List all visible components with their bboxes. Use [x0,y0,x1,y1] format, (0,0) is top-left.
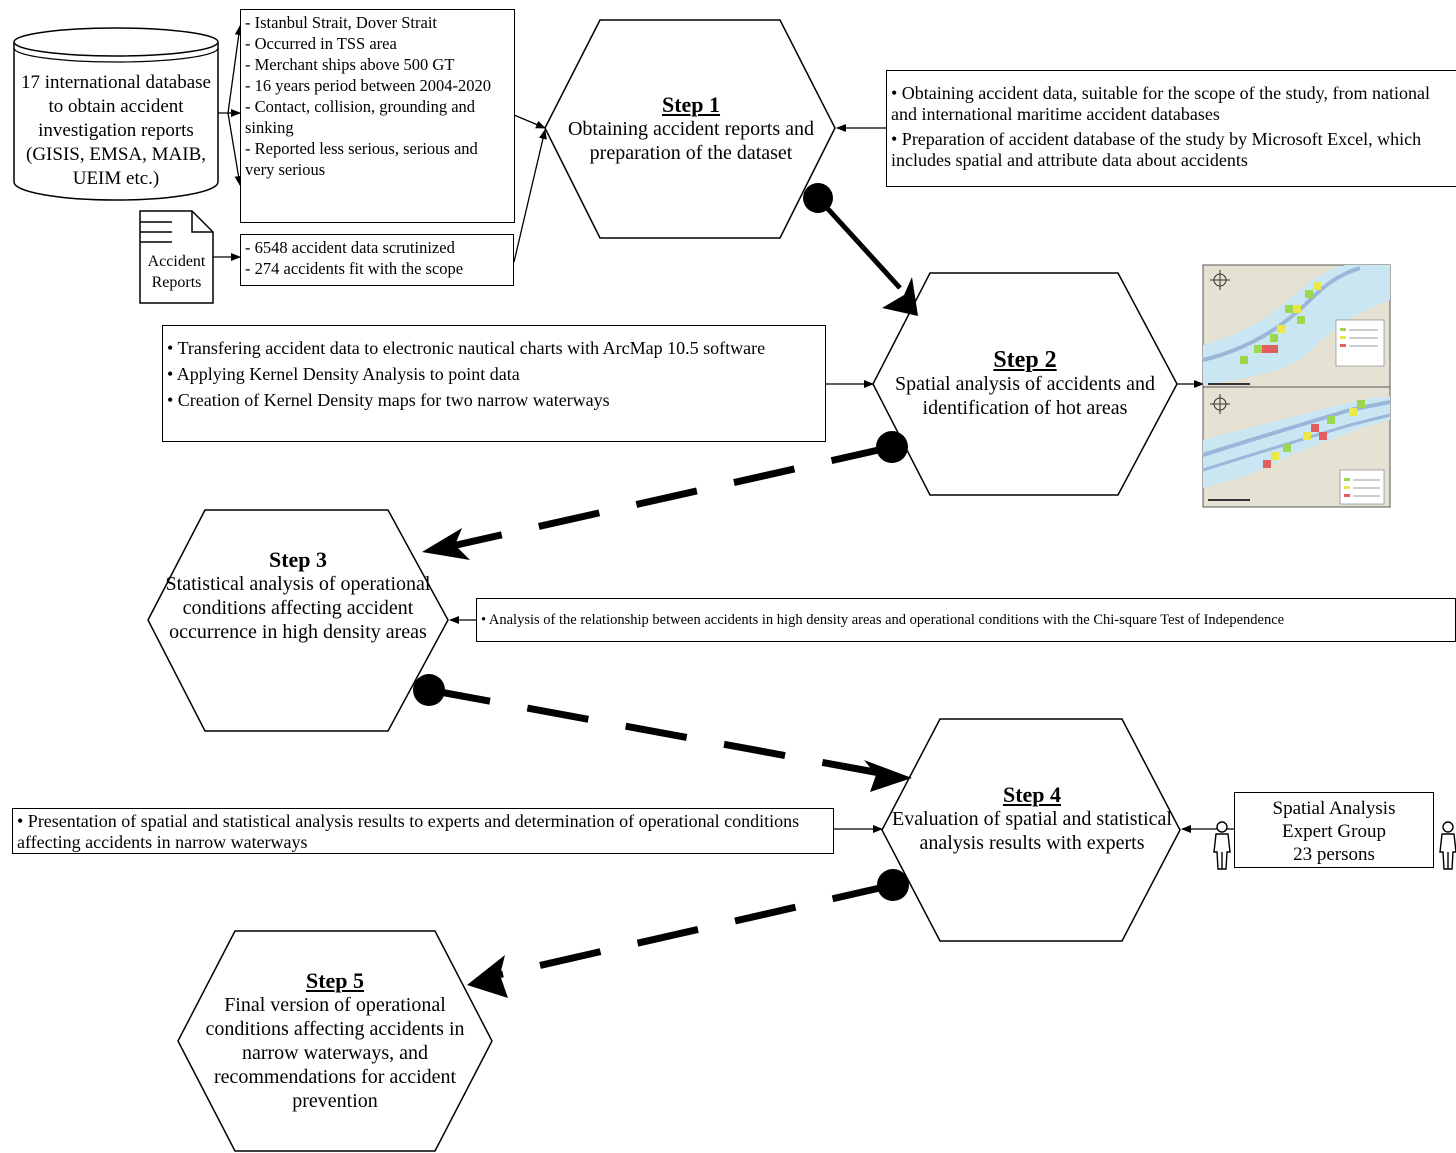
criteria-item: - Istanbul Strait, Dover Strait [245,13,438,32]
step1-note: • Obtaining accident data, suitable for … [891,83,1430,124]
step1-description: Obtaining accident reports and preparati… [567,118,815,164]
step3-to-step4-arrow [413,674,912,792]
database-label: 17 international database to obtain acci… [21,72,211,189]
step5-description: Final version of operational conditions … [205,994,465,1112]
step2-content: Step 2 Spatial analysis of accidents and… [888,348,1162,420]
step1-notes-box: • Obtaining accident data, suitable for … [886,70,1456,187]
step5-content: Step 5 Final version of operational cond… [195,969,475,1113]
accident-reports-line2: Reports [151,274,202,291]
step2-title: Step 2 [993,347,1057,373]
step2-to-step3-arrow [422,431,908,560]
step4-notes-box: • Presentation of spatial and statistica… [12,808,834,854]
step2-notes-box: • Transfering accident data to electroni… [162,325,826,442]
step1-to-step2-arrow [803,183,918,316]
step4-to-step5-arrow [467,869,909,998]
step5-hexagon [177,930,493,1152]
step3-content: Step 3 Statistical analysis of operation… [155,548,441,644]
expert-group-line1: Spatial Analysis [1272,798,1396,819]
step1-hexagon [544,19,836,239]
criteria-item: - Occurred in TSS area [245,34,397,53]
step1-content: Step 1 Obtaining accident reports and pr… [552,93,830,165]
person-icon [1439,821,1456,870]
step2-note: • Transfering accident data to electroni… [167,338,766,358]
step4-hexagon [881,718,1181,942]
step4-description: Evaluation of spatial and statistical an… [892,808,1172,854]
step4-content: Step 4 Evaluation of spatial and statist… [892,783,1172,855]
step3-notes-box: • Analysis of the relationship between a… [476,598,1456,642]
step4-title: Step 4 [1002,782,1062,807]
step1-title: Step 1 [661,92,721,117]
step2-note: • Creation of Kernel Density maps for tw… [167,390,610,410]
step4-note: • Presentation of spatial and statistica… [17,811,800,852]
accident-reports-line1: Accident [147,253,206,270]
expert-group-line3: 23 persons [1293,844,1375,865]
step3-note: • Analysis of the relationship between a… [481,612,1285,628]
counts-list: - 6548 accident data scrutinized - 274 a… [245,237,509,279]
accident-reports-document-icon [139,210,214,304]
criteria-list: - Istanbul Strait, Dover Strait - Occurr… [245,12,510,180]
step3-description: Statistical analysis of operational cond… [165,573,431,643]
counts-item: - 6548 accident data scrutinized [245,238,455,257]
expert-group-line2: Expert Group [1282,821,1386,842]
person-icon [1213,821,1231,870]
criteria-item: - Merchant ships above 500 GT [245,55,455,74]
step1-note: • Preparation of accident database of th… [891,129,1422,170]
criteria-item: - 16 years period between 2004-2020 [245,76,492,95]
kernel-density-map-image [1202,264,1391,508]
step5-title: Step 5 [305,968,365,993]
criteria-item: - Contact, collision, grounding and sink… [245,97,476,137]
expert-group-box: Spatial Analysis Expert Group 23 persons [1234,792,1434,868]
step3-hexagon [147,509,449,732]
step2-note: • Applying Kernel Density Analysis to po… [167,364,520,384]
accident-reports-label: Accident Reports [140,251,213,293]
criteria-box: - Istanbul Strait, Dover Strait - Occurr… [240,9,515,223]
step2-description: Spatial analysis of accidents and identi… [895,373,1155,419]
criteria-item: - Reported less serious, serious and ver… [245,139,478,179]
counts-box: - 6548 accident data scrutinized - 274 a… [240,234,514,286]
database-cylinder [13,27,219,201]
counts-item: - 274 accidents fit with the scope [245,259,464,278]
step3-title: Step 3 [268,547,328,572]
